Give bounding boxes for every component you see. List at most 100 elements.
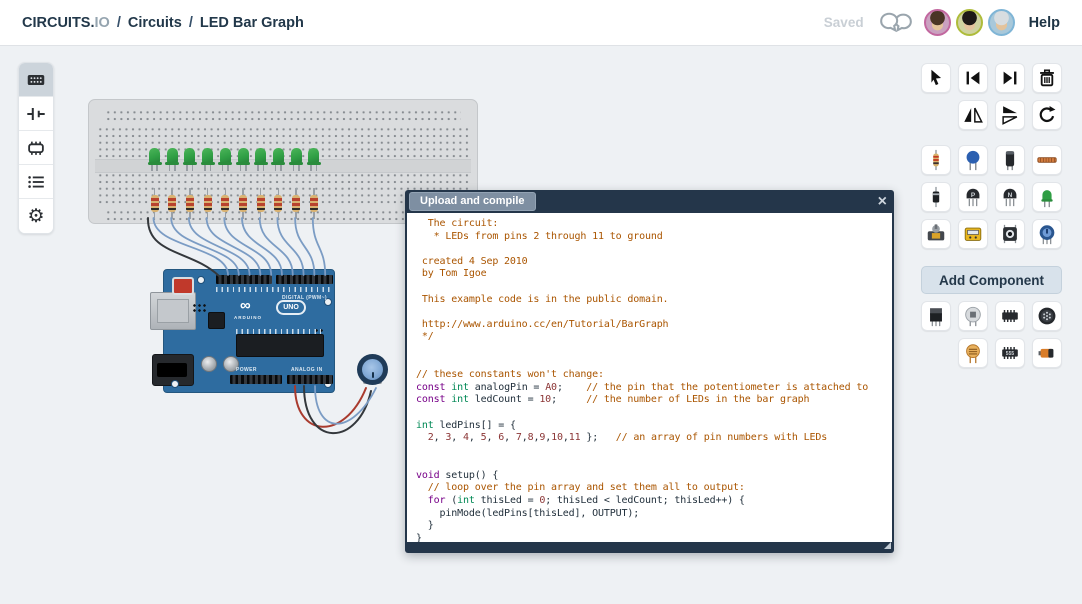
breadcrumb-project[interactable]: LED Bar Graph: [199, 14, 304, 31]
dip-ic-component[interactable]: [995, 301, 1025, 331]
led[interactable]: [165, 148, 180, 165]
pcb-view-button[interactable]: [19, 131, 53, 165]
resistor-lead: [189, 212, 191, 219]
rotate-icon: [1036, 104, 1058, 126]
electrolytic-capacitor-component[interactable]: [995, 145, 1025, 175]
led[interactable]: [306, 148, 321, 165]
potentiometer[interactable]: [357, 354, 388, 385]
add-component-button[interactable]: Add Component: [921, 266, 1062, 294]
led[interactable]: [147, 148, 162, 165]
collaborator-1[interactable]: [923, 9, 951, 36]
code-area[interactable]: The circuit: * LEDs from pins 2 through …: [407, 213, 892, 542]
skip-to-start-button[interactable]: [958, 63, 988, 93]
delete-button[interactable]: [1032, 63, 1062, 93]
code-line: int ledPins[] = {: [416, 419, 516, 431]
resistor[interactable]: [221, 195, 230, 212]
led[interactable]: [218, 148, 233, 165]
battery-component[interactable]: [1032, 338, 1062, 368]
multimeter-component[interactable]: [958, 219, 988, 249]
wire: [303, 385, 372, 435]
code-editor-panel[interactable]: Upload and compile × The circuit: * LEDs…: [405, 190, 894, 553]
light-sensor-component[interactable]: [958, 301, 988, 331]
speaker-component[interactable]: [1032, 301, 1062, 331]
resistor-lead: [189, 188, 191, 195]
timer-555-component[interactable]: 555: [995, 338, 1025, 368]
led[interactable]: [236, 148, 250, 165]
ceramic-capacitor-component[interactable]: [958, 145, 988, 175]
electrolytic-capacitor-icon: [999, 149, 1021, 171]
rotate-button[interactable]: [1032, 100, 1062, 130]
dc-motor-icon: [925, 223, 947, 245]
pnp-transistor-component[interactable]: P: [958, 182, 988, 212]
resistor[interactable]: [203, 195, 212, 212]
led[interactable]: [271, 148, 286, 165]
schematic-view-button[interactable]: [19, 97, 53, 131]
pushbutton-component[interactable]: [995, 219, 1025, 249]
uno-model-label: UNO: [276, 300, 306, 315]
npn-transistor-component[interactable]: N: [995, 182, 1025, 212]
green-led-component[interactable]: [1032, 182, 1062, 212]
settings-button[interactable]: ⚙: [19, 199, 53, 233]
view-toolbar: ⚙: [18, 62, 54, 234]
arduino-uno[interactable]: DIGITAL (PWM~) ∞ ARDUINO UNO POWER ANALO…: [150, 269, 335, 393]
help-button[interactable]: Help: [1028, 14, 1060, 31]
voltage-regulator-component[interactable]: [921, 301, 951, 331]
resistor[interactable]: [274, 195, 283, 212]
brand-logo[interactable]: CIRCUITS.IO: [22, 15, 110, 31]
skip-to-end-icon: [999, 67, 1021, 89]
upload-compile-button[interactable]: Upload and compile: [409, 192, 536, 211]
resize-handle-icon[interactable]: [884, 542, 891, 549]
resistor[interactable]: [309, 195, 318, 212]
skip-to-start-icon: [962, 67, 984, 89]
wire: [311, 217, 327, 276]
resistor[interactable]: [185, 195, 194, 212]
flip-horizontal-button[interactable]: [958, 100, 988, 130]
resistor[interactable]: [239, 195, 247, 212]
resistor-lead: [277, 212, 280, 219]
dc-motor-component[interactable]: [921, 219, 951, 249]
code-line: const int analogPin = A0; // the pin tha…: [416, 381, 869, 393]
npn-transistor-icon: N: [999, 186, 1021, 208]
resistor-lead: [277, 188, 280, 195]
breadboard-view-button[interactable]: [19, 63, 53, 97]
components-list-button[interactable]: [19, 165, 53, 199]
wire-strip-component[interactable]: [1032, 145, 1062, 175]
led[interactable]: [200, 148, 215, 165]
code-line: This example code is in the public domai…: [416, 293, 669, 305]
resistor-component[interactable]: [921, 145, 951, 175]
breadcrumb-separator: /: [116, 14, 121, 31]
led[interactable]: [253, 148, 268, 165]
chat-icon[interactable]: [878, 10, 914, 36]
wire: [294, 217, 316, 276]
collaborator-2[interactable]: [955, 9, 983, 36]
potentiometer-component[interactable]: [1032, 219, 1062, 249]
led[interactable]: [289, 148, 304, 165]
led-legs: [308, 162, 319, 171]
resistor[interactable]: [256, 195, 265, 212]
flip-vertical-button[interactable]: [995, 100, 1025, 130]
wire: [258, 217, 294, 276]
close-icon[interactable]: ×: [877, 192, 887, 210]
analog-label: ANALOG IN: [291, 367, 323, 373]
breadcrumb-circuits[interactable]: Circuits: [127, 14, 182, 31]
code-line: [416, 407, 892, 420]
diode-component[interactable]: [921, 182, 951, 212]
photoresistor-component[interactable]: [958, 338, 988, 368]
resistor[interactable]: [168, 195, 177, 212]
led-legs: [273, 162, 284, 171]
collaborator-3[interactable]: [987, 9, 1015, 36]
capacitor: [223, 356, 239, 372]
code-line: [416, 281, 892, 294]
top-navbar: CIRCUITS.IO / Circuits / LED Bar Graph S…: [0, 0, 1082, 46]
resistor[interactable]: [292, 195, 301, 212]
saved-status: Saved: [823, 15, 864, 30]
editor-titlebar[interactable]: Upload and compile ×: [405, 190, 894, 213]
select-button[interactable]: [921, 63, 951, 93]
breadboard[interactable]: [88, 99, 478, 224]
led-legs: [220, 162, 231, 171]
resistor[interactable]: [150, 195, 159, 212]
skip-to-end-button[interactable]: [995, 63, 1025, 93]
code-line: * LEDs from pins 2 through 11 to ground: [416, 230, 663, 242]
led[interactable]: [182, 148, 197, 165]
multimeter-icon: [962, 223, 984, 245]
